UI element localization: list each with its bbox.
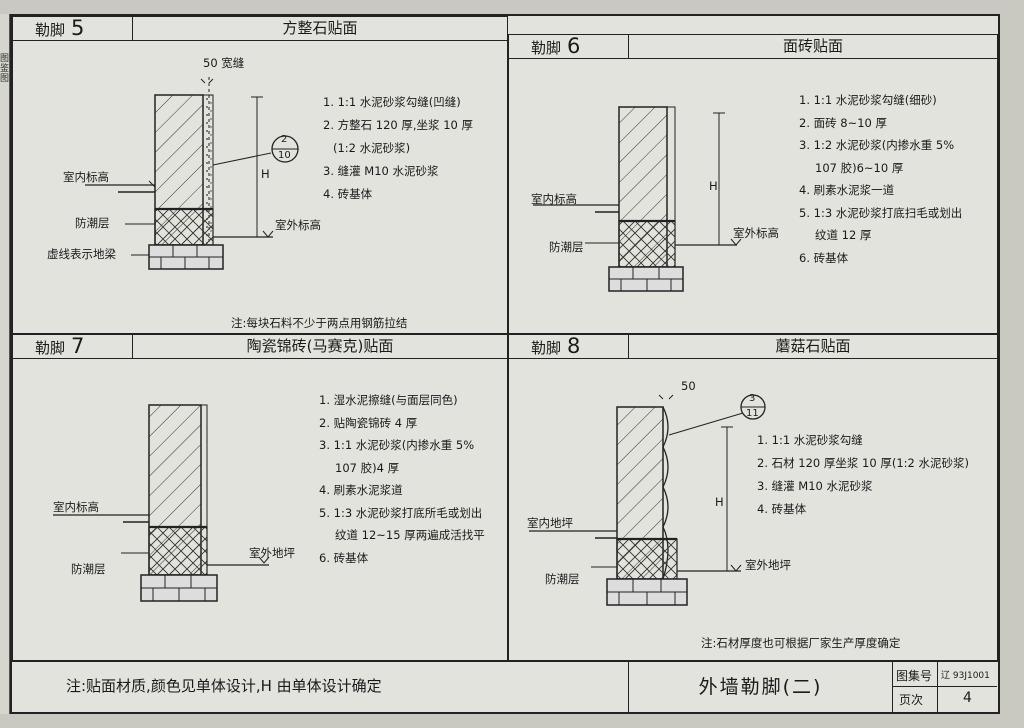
panel-8-drawing [529, 394, 766, 606]
panel-5-title: 方整石贴面 [282, 19, 358, 37]
panel-8-title-bar: 勒脚 8 蘑菇石贴面 [509, 335, 997, 359]
panel-7-drawing [53, 404, 270, 602]
binding-strip: 图 鉴 图 [0, 14, 10, 714]
panel-5: 勒脚 5 方整石贴面 [12, 16, 508, 334]
panel-8-prefix: 勒脚 [531, 339, 562, 357]
p5-h-label: H [261, 167, 270, 181]
p6-note-8: 6. 砖基体 [799, 250, 849, 265]
p5-notes: 1. 1:1 水泥砂浆勾缝(凹缝) 2. 方整石 120 厚,坐浆 10 厚 (… [323, 91, 473, 206]
panel-6-num: 6 [567, 34, 581, 58]
p6-note-6: 5. 1:3 水泥砂浆打底扫毛或划出 [799, 205, 963, 220]
panel-5-number: 勒脚 5 [13, 17, 133, 40]
panel-6-number: 勒脚 6 [509, 35, 629, 58]
p5-dashed-label: 虚线表示地梁 [47, 247, 116, 261]
p7-dpc-label: 防潮层 [71, 562, 106, 576]
drawing-title: 外墙勒脚(二) [628, 662, 892, 712]
p5-ref-bottom: 10 [278, 150, 291, 161]
p5-ref-top: 2 [281, 134, 288, 145]
p8-ref-top: 3 [749, 393, 756, 404]
p5-dpc-label: 防潮层 [75, 216, 110, 230]
panel-5-title-bar: 勒脚 5 方整石贴面 [13, 17, 507, 41]
p8-indoor-label: 室内地坪 [527, 516, 573, 530]
p6-outdoor-label: 室外标高 [733, 226, 779, 240]
panel-7: 勒脚 7 陶瓷锦砖(马赛克)贴面 室内标高 防潮层 室外地坪 1. 湿水泥擦缝(与… [12, 334, 508, 662]
panel-6-title: 面砖贴面 [782, 37, 843, 55]
p8-note-4: 4. 砖基体 [757, 502, 807, 516]
panel-5-drawing [85, 77, 299, 270]
p6-notes: 1. 1:1 水泥砂浆勾缝(细砂) 2. 面砖 8~10 厚 3. 1:2 水泥… [799, 89, 962, 269]
p7-note-3: 3. 1:1 水泥砂浆(内掺水重 5% [319, 438, 475, 452]
p8-outdoor-label: 室外地坪 [745, 558, 791, 572]
p7-note-7: 纹道 12~15 厚两遍成活找平 [335, 528, 485, 542]
panel-6-title-bar: 勒脚 6 面砖贴面 [509, 35, 997, 59]
panel-7-number: 勒脚 7 [13, 335, 133, 358]
panel-7-prefix: 勒脚 [35, 339, 66, 357]
atlas-value: 辽 93J1001 [941, 671, 990, 681]
page-value: 4 [963, 690, 972, 706]
panel-7-title: 陶瓷锦砖(马赛克)贴面 [246, 337, 394, 355]
p7-outdoor-label: 室外地坪 [249, 546, 295, 560]
footer-note: 注:贴面材质,颜色见单体设计,H 由单体设计确定 [66, 677, 382, 695]
p6-h-label: H [709, 179, 718, 193]
panel-7-title-bar: 勒脚 7 陶瓷锦砖(马赛克)贴面 [13, 335, 507, 359]
atlas-label: 图集号 [896, 669, 933, 683]
drawing-sheet: 勒脚 5 方整石贴面 [10, 14, 1000, 714]
p6-note-7: 纹道 12 厚 [815, 228, 872, 242]
p5-outdoor-label: 室外标高 [275, 218, 321, 232]
p6-note-2: 2. 面砖 8~10 厚 [799, 115, 888, 130]
p5-indoor-label: 室内标高 [63, 170, 109, 184]
panel-5-prefix: 勒脚 [35, 21, 66, 39]
p7-note-5: 4. 刷素水泥浆道 [319, 483, 403, 497]
panel-8-number: 勒脚 8 [509, 335, 629, 358]
p8-ref-bottom: 11 [746, 408, 759, 419]
p5-footnote: 注:每块石料不少于两点用钢筋拉结 [231, 316, 408, 330]
p5-note-2: 2. 方整石 120 厚,坐浆 10 厚 [323, 118, 473, 132]
p6-note-4: 107 胶)6~10 厚 [815, 160, 904, 175]
p6-note-5: 4. 刷素水泥浆一道 [799, 183, 895, 197]
p6-dpc-label: 防潮层 [549, 240, 584, 254]
p6-note-1: 1. 1:1 水泥砂浆勾缝(细砂) [799, 93, 937, 107]
p8-note-1: 1. 1:1 水泥砂浆勾缝 [757, 433, 863, 447]
p5-gap-label: 50 宽缝 [203, 56, 245, 70]
p7-note-4: 107 胶)4 厚 [335, 460, 400, 475]
panel-8-title: 蘑菇石贴面 [775, 337, 851, 355]
p5-note-5: 4. 砖基体 [323, 187, 373, 201]
panel-8-num: 8 [567, 334, 581, 358]
p5-note-3: (1:2 水泥砂浆) [333, 141, 411, 155]
p7-notes: 1. 湿水泥擦缝(与面层同色) 2. 贴陶瓷锦砖 4 厚 3. 1:1 水泥砂浆… [319, 389, 485, 569]
p8-h-label: H [715, 495, 724, 509]
p8-gap-label: 50 [681, 379, 696, 393]
p6-indoor-label: 室内标高 [531, 192, 577, 206]
page-label: 页次 [899, 693, 924, 707]
p8-dpc-label: 防潮层 [545, 572, 580, 586]
p8-footnote: 注:石材厚度也可根据厂家生产厚度确定 [701, 636, 901, 650]
p5-note-1: 1. 1:1 水泥砂浆勾缝(凹缝) [323, 95, 461, 109]
panel-5-num: 5 [71, 16, 85, 40]
p8-notes: 1. 1:1 水泥砂浆勾缝 2. 石材 120 厚坐浆 10 厚(1:2 水泥砂… [757, 429, 969, 521]
panel-6-prefix: 勒脚 [531, 39, 562, 57]
panel-6: 勒脚 6 面砖贴面 H 室内标高 防潮层 室外标高 1. 1:1 水泥砂浆勾缝(细… [508, 34, 998, 334]
panel-6-drawing [533, 106, 742, 292]
title-block: 注:贴面材质,颜色见单体设计,H 由单体设计确定 外墙勒脚(二) 图集号 辽 9… [12, 660, 998, 712]
p7-note-1: 1. 湿水泥擦缝(与面层同色) [319, 393, 458, 407]
panel-7-num: 7 [71, 334, 85, 358]
p7-note-8: 6. 砖基体 [319, 550, 369, 565]
p8-note-3: 3. 缝灌 M10 水泥砂浆 [757, 479, 873, 493]
p7-indoor-label: 室内标高 [53, 500, 99, 514]
p8-note-2: 2. 石材 120 厚坐浆 10 厚(1:2 水泥砂浆) [757, 456, 969, 470]
p7-note-6: 5. 1:3 水泥砂浆打底所毛或划出 [319, 505, 483, 520]
p6-note-3: 3. 1:2 水泥砂浆(内掺水重 5% [799, 138, 955, 152]
binding-strip-text: 图 鉴 图 [0, 54, 10, 84]
p5-note-4: 3. 缝灌 M10 水泥砂浆 [323, 164, 439, 178]
title-block-grid: 图集号 辽 93J1001 页次 4 [892, 662, 998, 712]
p7-note-2: 2. 贴陶瓷锦砖 4 厚 [319, 415, 418, 430]
